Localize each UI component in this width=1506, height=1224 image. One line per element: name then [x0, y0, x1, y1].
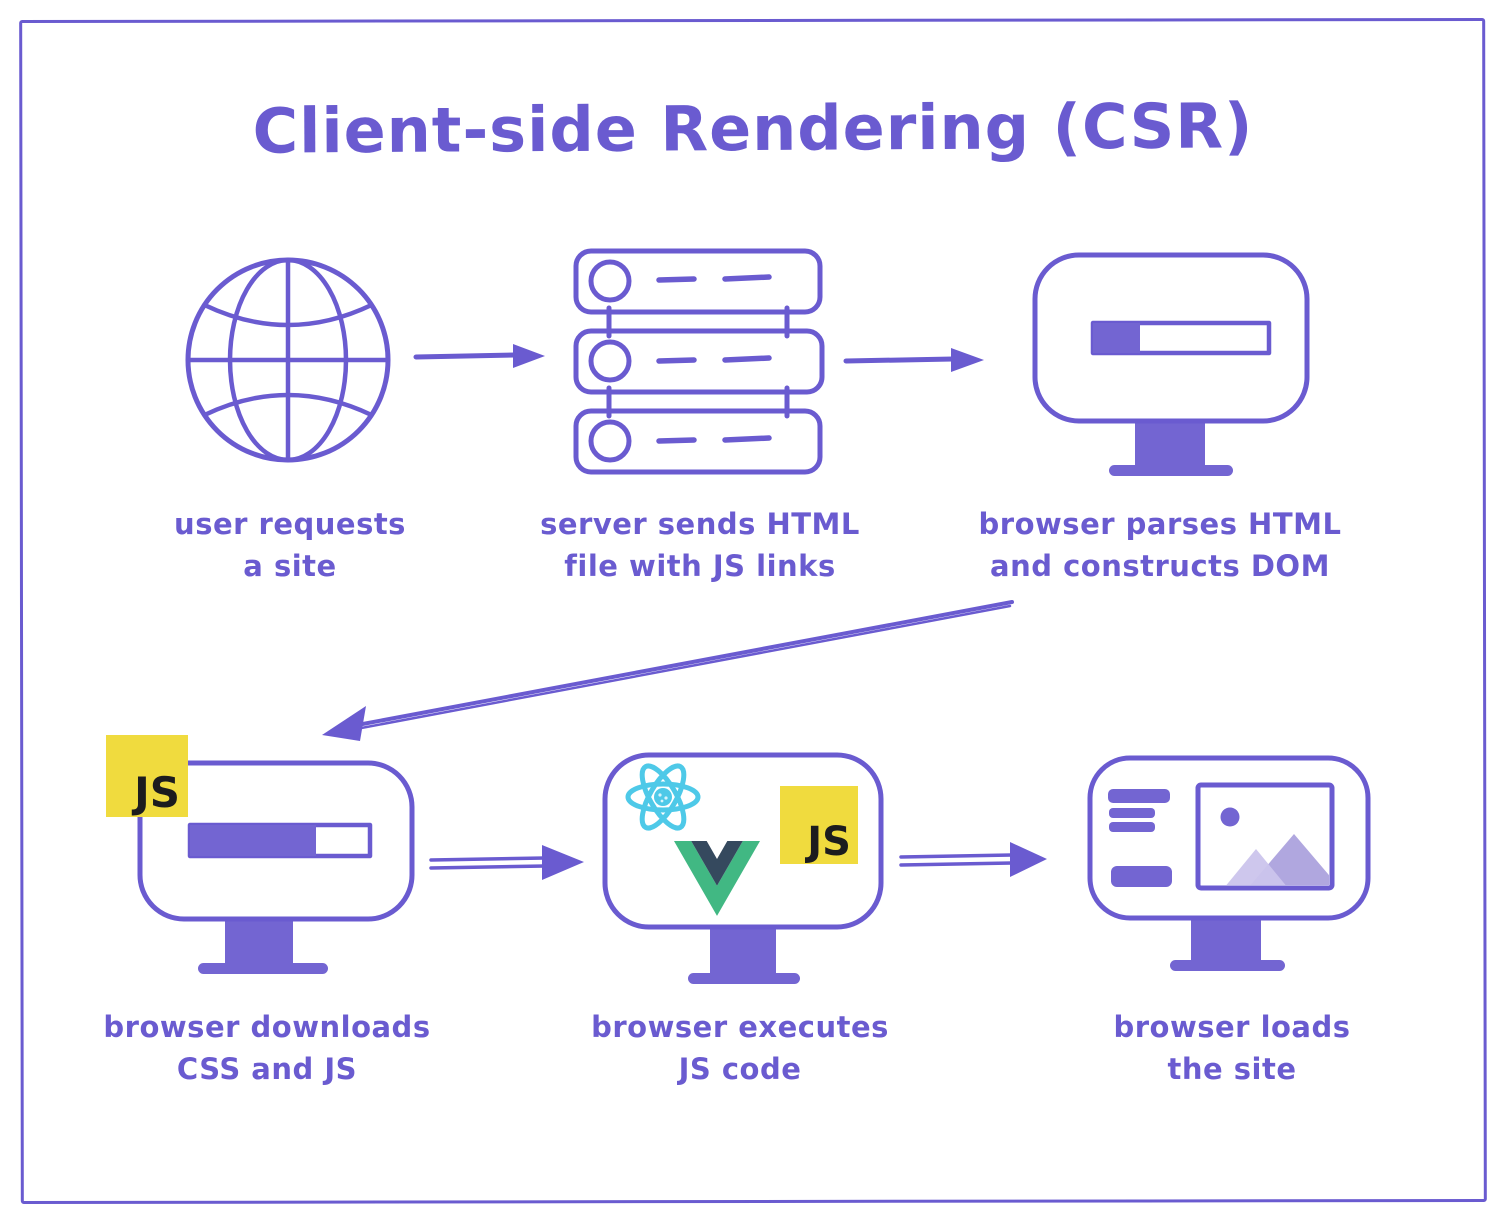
monitor-stand	[225, 919, 293, 967]
progress-bar-fill	[190, 825, 316, 856]
monitor-js-progress-icon: JS	[106, 735, 415, 974]
step-browser-executes: JS	[602, 752, 885, 987]
text-line-bar	[1108, 789, 1170, 803]
arrow-right-icon	[843, 348, 984, 372]
monitor-webpage-icon	[1087, 755, 1371, 971]
monitor-stand	[1191, 918, 1261, 964]
mountain-small	[1226, 849, 1286, 885]
diagram-title: Client-side Rendering (CSR)	[252, 89, 1254, 168]
label-user-request: user requests a site	[174, 507, 406, 584]
js-icon	[780, 786, 858, 864]
react-icon	[625, 763, 701, 831]
label-browser-parses: browser parses HTML and constructs DOM	[978, 507, 1342, 584]
button-bar	[1111, 866, 1172, 887]
step-browser-loads	[1087, 755, 1373, 976]
label-browser-loads: browser loads the site	[1113, 1010, 1351, 1087]
text-line-bar	[1109, 822, 1155, 832]
js-icon	[106, 735, 188, 817]
step-server-sends	[573, 248, 825, 476]
monitor-stand	[710, 927, 776, 977]
arrow-right-icon	[899, 842, 1047, 877]
progress-bar-fill	[1093, 323, 1140, 353]
step-user-request	[183, 250, 393, 470]
step-browser-parses	[1032, 252, 1313, 479]
arrow-right-icon	[429, 845, 584, 880]
sun-dot	[1220, 807, 1240, 827]
arrow-right-icon	[413, 344, 545, 368]
arrow-down-left-icon	[322, 600, 1014, 741]
label-browser-downloads: browser downloads CSS and JS	[103, 1010, 431, 1087]
image-placeholder	[1195, 782, 1335, 891]
arrow-execute-to-load	[898, 838, 1050, 884]
arrow-server-to-browser	[843, 340, 988, 382]
arrow-parse-to-download	[312, 593, 1017, 748]
label-browser-executes: browser executes JS code	[591, 1010, 889, 1087]
js-badge-label: JS	[131, 768, 180, 817]
server-stack-icon	[573, 248, 825, 475]
arrow-globe-to-server	[413, 338, 548, 378]
monitor-progress-icon	[1032, 252, 1310, 476]
arrow-download-to-execute	[428, 843, 593, 889]
text-line-bar	[1109, 808, 1155, 818]
monitor-stand	[1135, 421, 1205, 469]
vue-icon	[674, 841, 760, 916]
label-server-sends: server sends HTML file with JS links	[540, 507, 860, 584]
js-badge-label: JS	[804, 819, 851, 865]
step-browser-downloads: JS	[106, 735, 416, 979]
image-content	[1226, 834, 1329, 885]
monitor-frameworks-icon: JS	[602, 752, 884, 984]
globe-icon	[185, 257, 391, 463]
